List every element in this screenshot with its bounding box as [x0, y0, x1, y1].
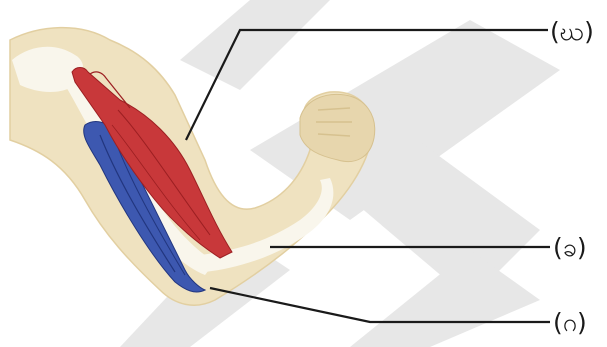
label-top: (ဃ): [550, 17, 594, 46]
label-middle: (ခ): [553, 233, 587, 262]
label-bottom: (ဂ): [553, 308, 587, 337]
